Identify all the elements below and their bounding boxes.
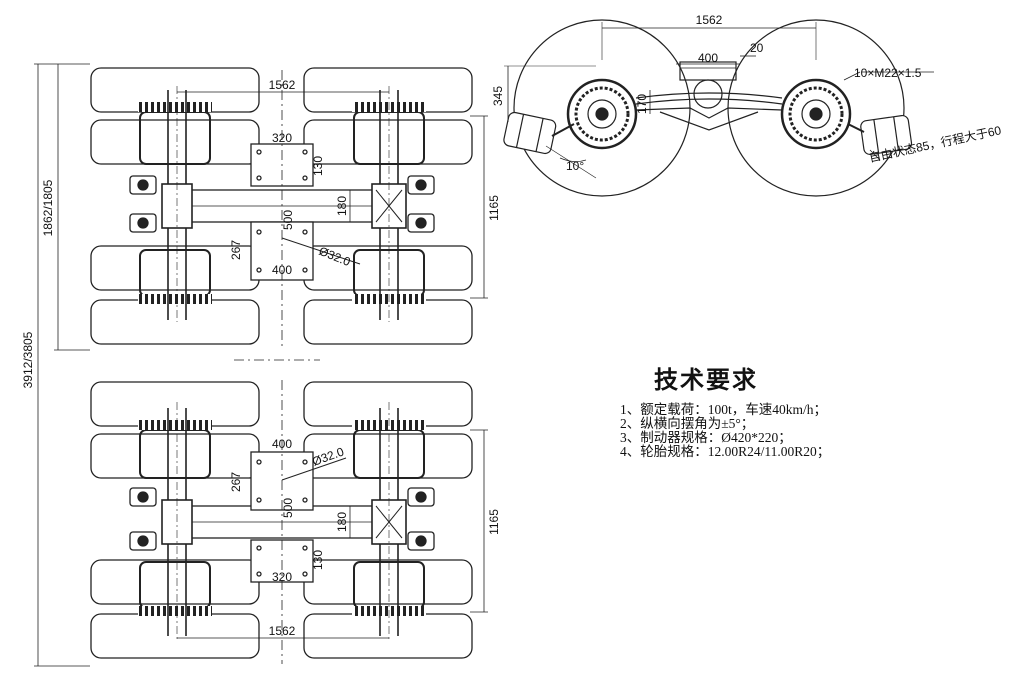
dim-track-bottom: 1562 <box>269 624 296 638</box>
dim-pad-130-bottom: 130 <box>311 550 325 570</box>
side-dim-170: 170 <box>635 94 649 114</box>
dimension-lines <box>34 63 488 667</box>
tire <box>90 433 260 479</box>
side-dim-400: 400 <box>698 51 718 65</box>
dim-pad-320-top: 320 <box>272 131 292 145</box>
tire <box>90 559 260 605</box>
tire <box>303 613 473 659</box>
bolt-spec: 10×M22×1.5 <box>854 66 922 80</box>
dim-pad-267-top: 267 <box>229 240 243 260</box>
tire <box>90 381 260 427</box>
dim-hole-bottom: Ø32.0 <box>310 444 346 468</box>
side-dim-345: 345 <box>491 86 505 106</box>
side-dim-20: 20 <box>750 41 764 55</box>
side-angle-10: 10° <box>566 159 584 173</box>
tire <box>303 119 473 165</box>
brake-drum <box>139 429 211 479</box>
tire <box>303 381 473 427</box>
tech-item: 3、制动器规格：Ø420*220； <box>620 430 792 445</box>
dim-pad-400-top: 400 <box>272 263 292 277</box>
dim-axle-spacing-top: 1165 <box>487 195 501 221</box>
side-view <box>503 19 934 197</box>
tech-item: 1、额定载荷：100t，车速40km/h； <box>620 402 828 417</box>
dim-axle-spacing-bottom: 1165 <box>487 509 501 535</box>
tire <box>90 613 260 659</box>
tech-item: 4、轮胎规格：12.00R24/11.00R20； <box>620 444 831 459</box>
tech-requirements: 技术要求 1、额定载荷：100t，车速40km/h； 2、纵横向摆角为±5°； … <box>620 360 830 459</box>
tire <box>303 299 473 345</box>
dim-arm-180-bottom: 180 <box>335 512 349 532</box>
brake-drum <box>139 561 211 609</box>
tire <box>90 299 260 345</box>
tire <box>303 559 473 605</box>
tire <box>90 119 260 165</box>
dim-arm-180-top: 180 <box>335 196 349 216</box>
dim-pad-320-bottom: 320 <box>272 570 292 584</box>
dim-group-length: 1862/1805 <box>41 179 55 236</box>
dimension-texts: 3912/3805 1862/1805 1562 1562 1165 1165 … <box>21 78 501 638</box>
dim-hole-top: Ø32.0 <box>317 244 353 269</box>
side-dim-1562: 1562 <box>696 13 723 27</box>
top-axle-group <box>90 67 473 350</box>
tech-item: 2、纵横向摆角为±5°； <box>620 416 755 431</box>
dim-center-500-top: 500 <box>281 210 295 230</box>
brake-drum <box>139 249 211 297</box>
dim-center-500-bottom: 500 <box>281 498 295 518</box>
tech-title: 技术要求 <box>654 368 758 394</box>
dim-pad-400-bottom: 400 <box>272 437 292 451</box>
dim-pad-130-top: 130 <box>311 156 325 176</box>
bottom-axle-group <box>90 380 473 664</box>
dim-pad-267-bottom: 267 <box>229 472 243 492</box>
side-view-texts: 1562 400 20 345 170 10° 10×M22×1.5 自由状态8… <box>491 13 1003 173</box>
dim-track-top: 1562 <box>269 78 296 92</box>
dim-overall-length: 3912/3805 <box>21 331 35 388</box>
